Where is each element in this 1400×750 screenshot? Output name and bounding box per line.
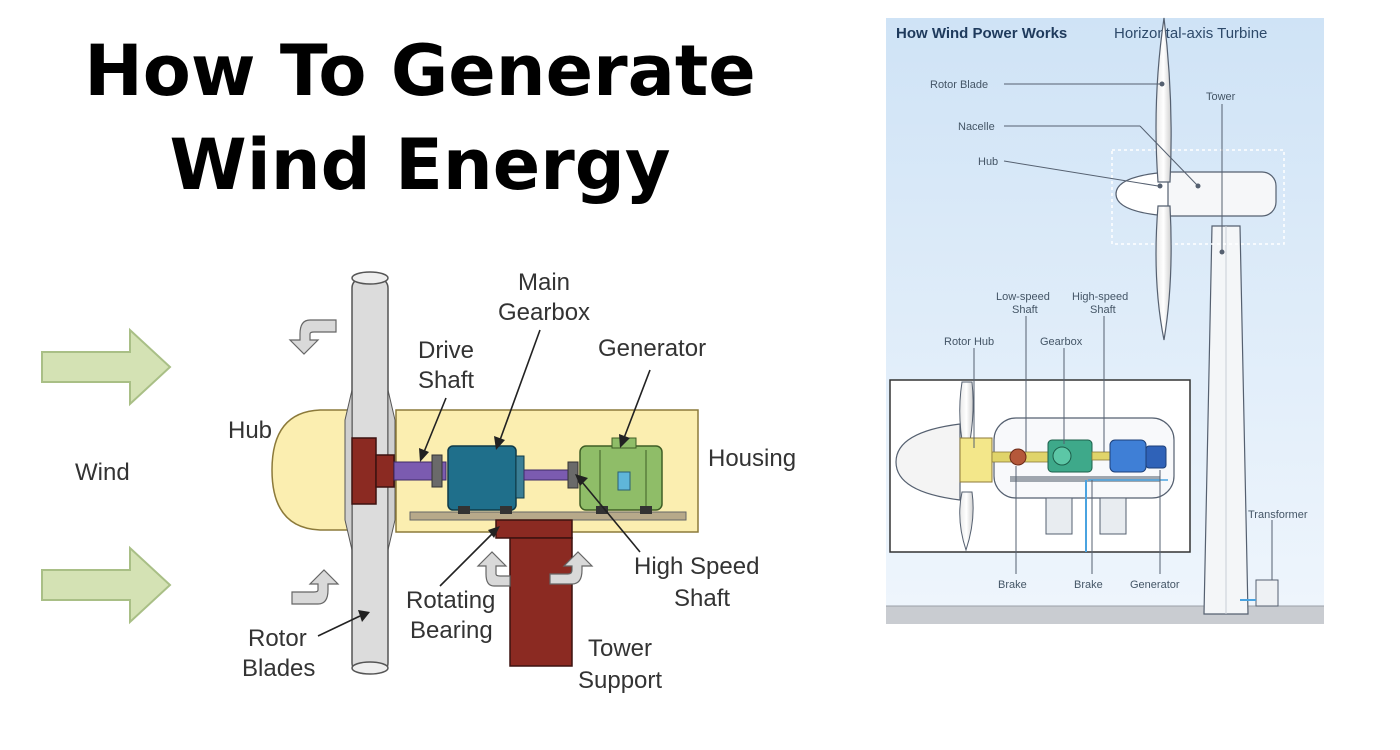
wind-arrow-top xyxy=(41,327,172,407)
detail-focus-box xyxy=(1111,149,1285,245)
rotation-arrow-bottom-icon xyxy=(291,569,340,605)
low-speed-shaft-label-2: Shaft xyxy=(1012,304,1038,316)
tower-column xyxy=(509,537,573,667)
nacelle-detail-inset xyxy=(889,379,1191,553)
hub-label-right: Hub xyxy=(978,156,998,168)
tower-label: Tower xyxy=(1206,91,1236,103)
hub-block xyxy=(351,437,377,505)
left-turbine-diagram: Wind xyxy=(41,269,796,694)
brake-label-1: Brake xyxy=(998,579,1027,591)
rotation-arrow-top-icon xyxy=(288,319,337,355)
main-gearbox-label-1: Main xyxy=(518,269,570,296)
brake-label-2: Brake xyxy=(1074,579,1103,591)
title-line-2: Wind Energy xyxy=(169,124,671,206)
transformer xyxy=(1255,579,1279,607)
ground xyxy=(886,606,1324,624)
rotor-blade-label: Rotor Blade xyxy=(930,79,988,91)
wind-label: Wind xyxy=(75,459,130,486)
page-title: How To Generate Wind Energy xyxy=(40,24,800,212)
gearbox-label-right: Gearbox xyxy=(1040,336,1083,348)
hub-label: Hub xyxy=(228,417,272,444)
high-speed-shaft-label-right-2: Shaft xyxy=(1090,304,1116,316)
tower-support xyxy=(495,519,573,539)
rotation-arrow-left-icon xyxy=(476,551,511,587)
nacelle-label: Nacelle xyxy=(958,121,995,133)
rotation-arrow-right-icon xyxy=(549,551,594,585)
rotating-bearing-label-2: Bearing xyxy=(410,617,493,644)
rotor-blades-label-1: Rotor xyxy=(248,625,307,652)
hub-dome xyxy=(271,409,359,531)
rotor-blades-label-2: Blades xyxy=(242,655,315,682)
drive-shaft-label-2: Shaft xyxy=(418,367,474,394)
high-speed-shaft-label-right-1: High-speed xyxy=(1072,291,1128,303)
high-speed-shaft-label-2: Shaft xyxy=(674,585,730,612)
rotor-blade-upper xyxy=(1155,17,1172,183)
housing-label: Housing xyxy=(708,445,796,472)
tower-support-label-2: Support xyxy=(578,667,662,694)
main-gearbox-label-2: Gearbox xyxy=(498,299,590,326)
generator-label-right: Generator xyxy=(1130,579,1180,591)
high-speed-shaft xyxy=(523,469,573,481)
transformer-label: Transformer xyxy=(1248,509,1308,521)
low-speed-shaft-label-1: Low-speed xyxy=(996,291,1050,303)
header-title: How Wind Power Works xyxy=(896,25,1067,42)
rotor-hub-label: Rotor Hub xyxy=(944,336,994,348)
wind-arrow-bottom xyxy=(41,545,172,625)
rotating-bearing-label-1: Rotating xyxy=(406,587,495,614)
header-subtitle: Horizontal-axis Turbine xyxy=(1114,25,1267,42)
drive-shaft-label-1: Drive xyxy=(418,337,474,364)
generator-label: Generator xyxy=(598,335,706,362)
hub-cone xyxy=(1115,171,1169,217)
main-gearbox xyxy=(447,445,517,511)
generator xyxy=(579,437,663,511)
rotor-blade-lower xyxy=(1155,205,1172,341)
tower-support-label-1: Tower xyxy=(588,635,652,662)
right-turbine-diagram: How Wind Power Works Horizontal-axis Tur… xyxy=(886,17,1324,624)
high-speed-shaft-label-1: High Speed xyxy=(634,553,759,580)
title-line-1: How To Generate xyxy=(84,30,756,112)
